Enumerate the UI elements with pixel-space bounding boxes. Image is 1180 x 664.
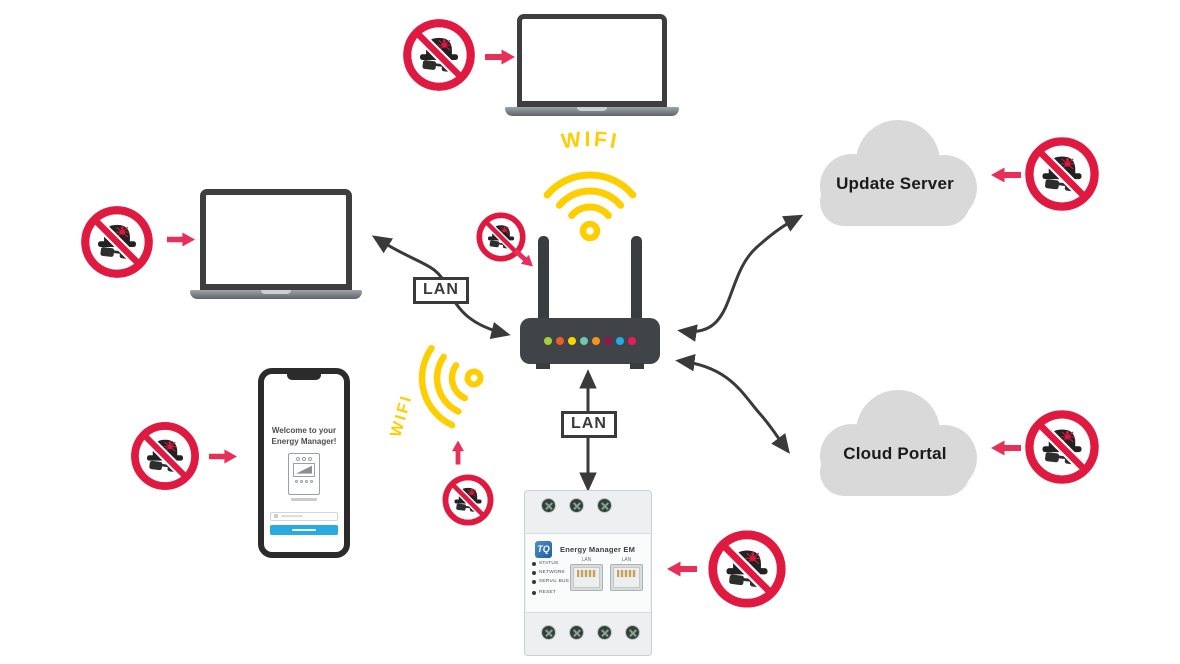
- meter-bottom-terminals: [289, 479, 319, 483]
- attack-arrow-update-server: [990, 167, 1022, 183]
- update-server-label: Update Server: [836, 174, 954, 193]
- router-led: [580, 337, 588, 345]
- em-indicator-list: STATUS NETWORK SERIAL BUS RESET: [532, 561, 569, 599]
- router-led: [544, 337, 552, 345]
- attack-arrow-cloud-portal: [990, 440, 1022, 456]
- router-led: [616, 337, 624, 345]
- meter-caption-line: [291, 497, 317, 501]
- cloud-portal-label: Cloud Portal: [843, 444, 947, 463]
- password-field-illustration: [270, 511, 338, 521]
- placeholder-line: [281, 515, 303, 518]
- screw-icon: [569, 498, 584, 513]
- energy-manager-device: TQ Energy Manager EM LAN LAN STATUS NETW…: [524, 490, 652, 656]
- wifi-label-phone: WIFI: [388, 392, 416, 439]
- laptop-left: [190, 189, 362, 299]
- screw-icon: [597, 498, 612, 513]
- wifi-symbol-phone: [418, 344, 484, 429]
- router-led: [568, 337, 576, 345]
- screw-icon: [569, 625, 584, 640]
- laptop-base: [190, 290, 362, 299]
- router-led: [604, 337, 612, 345]
- lock-icon: [274, 514, 278, 519]
- led-dot-icon: [532, 579, 536, 584]
- blocked-hacker-phone-icon: [129, 420, 201, 492]
- blocked-hacker-update-server-icon: [1023, 135, 1101, 213]
- lan-port-1: [570, 564, 603, 591]
- attack-arrow-phone: [209, 449, 237, 464]
- login-button-illustration: [270, 524, 338, 535]
- phone-welcome-text: Welcome to your Energy Manager!: [264, 426, 344, 448]
- led-dot-icon: [532, 570, 536, 575]
- indicator-label: NETWORK: [539, 570, 565, 575]
- screw-icon: [625, 625, 640, 640]
- indicator-reset: RESET: [532, 590, 569, 595]
- lan-port-label-2: LAN: [621, 557, 632, 563]
- attack-arrow-left-laptop: [167, 232, 195, 247]
- wifi-router: [520, 236, 660, 372]
- router-foot: [630, 363, 644, 369]
- wifi-label-top: WIFI: [560, 128, 621, 154]
- lan-port-socket: [613, 567, 640, 588]
- lan-port-pins: [617, 570, 636, 577]
- router-led: [628, 337, 636, 345]
- welcome-line-2: Energy Manager!: [271, 436, 337, 446]
- cloud-shape: [820, 120, 977, 226]
- router-antenna: [538, 236, 549, 322]
- laptop-screen: [200, 189, 352, 290]
- cloud-shape: [820, 390, 977, 496]
- blocked-hacker-wifi-icon: [441, 473, 495, 527]
- lan-port-2: [610, 564, 643, 591]
- welcome-line-1: Welcome to your: [271, 426, 337, 435]
- indicator-network: NETWORK: [532, 570, 569, 575]
- router-body: [520, 318, 660, 364]
- meter-top-terminals: [289, 456, 319, 461]
- em-device-title: Energy Manager EM: [560, 545, 636, 554]
- screw-icon: [541, 498, 556, 513]
- router-led: [556, 337, 564, 345]
- attack-arrow-meter: [666, 561, 698, 577]
- lan-port-socket: [573, 567, 600, 588]
- led-dot-icon: [532, 590, 536, 595]
- update-server-cloud: Update Server: [806, 116, 984, 240]
- em-top-terminal-block: [525, 491, 651, 533]
- tq-logo: TQ: [535, 541, 552, 558]
- connection-router-cloud-portal: [675, 354, 790, 454]
- blocked-hacker-cloud-portal-icon: [1023, 408, 1101, 486]
- router-antenna: [631, 236, 642, 322]
- blocked-hacker-meter-icon: [706, 528, 788, 610]
- indicator-label: RESET: [539, 590, 556, 595]
- indicator-label: STATUS: [539, 561, 559, 566]
- laptop-base: [505, 107, 679, 116]
- blocked-hacker-left-laptop-icon: [79, 204, 155, 280]
- lan-port-label-1: LAN: [581, 557, 592, 563]
- router-led: [592, 337, 600, 345]
- screw-icon: [541, 625, 556, 640]
- laptop-screen: [517, 14, 667, 107]
- lan-label-meter-link: LAN: [561, 411, 617, 438]
- cloud-portal-cloud: Cloud Portal: [806, 386, 984, 510]
- led-dot-icon: [532, 561, 536, 566]
- attack-arrow-top-laptop: [485, 49, 515, 65]
- lan-port-pins: [577, 570, 596, 577]
- indicator-serial-bus: SERIAL BUS: [532, 579, 569, 584]
- wifi-symbol-top: [543, 171, 637, 242]
- attack-arrow-wifi: [452, 441, 465, 465]
- meter-display: [293, 462, 315, 477]
- blocked-hacker-top-laptop-icon: [401, 17, 477, 93]
- phone-notch: [287, 374, 321, 380]
- lan-label-laptop-link: LAN: [413, 277, 469, 304]
- meter-illustration: [288, 452, 320, 495]
- em-bottom-terminal-block: [525, 611, 651, 655]
- router-foot: [536, 363, 550, 369]
- indicator-status: STATUS: [532, 561, 569, 566]
- connection-router-update-server: [677, 214, 804, 342]
- smartphone: Welcome to your Energy Manager!: [258, 368, 350, 558]
- screw-icon: [597, 625, 612, 640]
- indicator-label: SERIAL BUS: [539, 579, 570, 584]
- em-front-panel: TQ Energy Manager EM LAN LAN STATUS NETW…: [526, 533, 650, 613]
- laptop-top: [505, 14, 679, 116]
